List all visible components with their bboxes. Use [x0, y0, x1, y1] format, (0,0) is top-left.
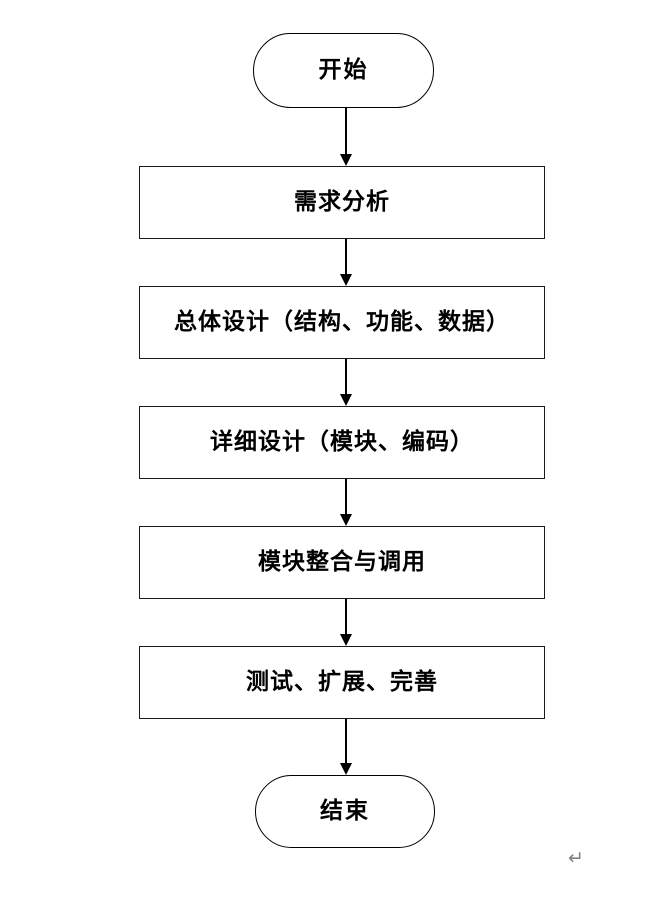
connector-line: [345, 719, 347, 763]
arrowhead-down-icon: [339, 274, 352, 286]
connector-line: [345, 479, 347, 514]
node-step5[interactable]: 测试、扩展、完善: [139, 646, 545, 719]
arrowhead-down-icon: [339, 634, 352, 646]
node-end-label: 结束: [320, 797, 370, 824]
connector-line: [345, 359, 347, 394]
arrowhead-down-icon: [339, 514, 352, 526]
node-step4-label: 模块整合与调用: [258, 548, 426, 575]
node-step4[interactable]: 模块整合与调用: [139, 526, 545, 599]
carriage-return-icon: ↵: [568, 847, 584, 869]
arrowhead-down-icon: [339, 394, 352, 406]
connector-line: [345, 239, 347, 274]
connector-line: [345, 599, 347, 634]
node-step2[interactable]: 总体设计（结构、功能、数据）: [139, 286, 545, 359]
node-start-label: 开始: [318, 56, 369, 83]
node-start[interactable]: 开始: [253, 33, 434, 108]
node-step5-label: 测试、扩展、完善: [246, 668, 438, 695]
connector-line: [345, 108, 347, 154]
arrowhead-down-icon: [339, 154, 352, 166]
node-step2-label: 总体设计（结构、功能、数据）: [174, 308, 510, 335]
node-step3[interactable]: 详细设计（模块、编码）: [139, 406, 545, 479]
node-step1-label: 需求分析: [294, 188, 390, 215]
node-end[interactable]: 结束: [255, 775, 435, 848]
node-step3-label: 详细设计（模块、编码）: [210, 428, 474, 455]
arrowhead-down-icon: [339, 763, 352, 775]
node-step1[interactable]: 需求分析: [139, 166, 545, 239]
